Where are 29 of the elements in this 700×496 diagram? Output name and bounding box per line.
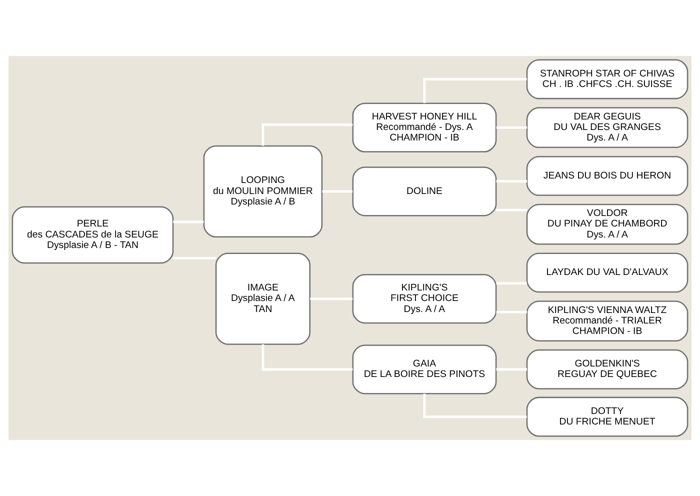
connector	[262, 123, 353, 146]
node-box: DOTTY DU FRICHE MENUET	[526, 396, 688, 437]
connector	[423, 78, 527, 104]
connector	[496, 180, 527, 182]
node-box: IMAGE Dysplasie A / A TAN	[215, 252, 310, 345]
connector	[496, 126, 527, 129]
node-box: KIPLING'S FIRST CHOICE Dys. A / A	[352, 274, 497, 324]
connector	[496, 368, 527, 371]
connector	[262, 344, 353, 371]
node-box: STANROPH STAR OF CHIVAS CH . IB .CHFCS .CH. SUISSE	[526, 59, 688, 100]
node-box: JEANS DU BOIS DU HERON	[526, 156, 688, 196]
connector	[173, 220, 204, 224]
connector	[173, 256, 216, 260]
connector	[423, 394, 527, 418]
connector	[496, 208, 527, 212]
connector	[310, 298, 353, 300]
node-box: DOLINE	[352, 166, 497, 216]
node-box: GAIA DE LA BOIRE DES PINOTS	[352, 344, 497, 394]
node-box: KIPLING'S VIENNA WALTZ Recommandé - TRIALER CHAMPION - IB	[526, 300, 688, 342]
node-box: DEAR GEGUIS DU VAL DES GRANGES Dys. A / A	[526, 107, 688, 148]
node-box: LAYDAK DU VAL D'ALVAUX	[526, 252, 688, 293]
node-box: HARVEST HONEY HILL Recommandé - Dys. A CHAMPION - IB	[352, 102, 497, 152]
node-box: VOLDOR DU PINAY DE CHAMBORD Dys. A / A	[526, 204, 688, 245]
connector	[496, 282, 527, 285]
node-box: LOOPING du MOULIN POMMIER Dysplasie A / B	[203, 145, 323, 238]
connector	[322, 190, 353, 193]
connector	[496, 310, 527, 314]
node-box: GOLDENKIN'S REGUAY DE QUEBEC	[526, 349, 688, 390]
node-box: PERLE des CASCADES de la SEUGE Dysplasie A / B - TAN	[12, 206, 174, 264]
